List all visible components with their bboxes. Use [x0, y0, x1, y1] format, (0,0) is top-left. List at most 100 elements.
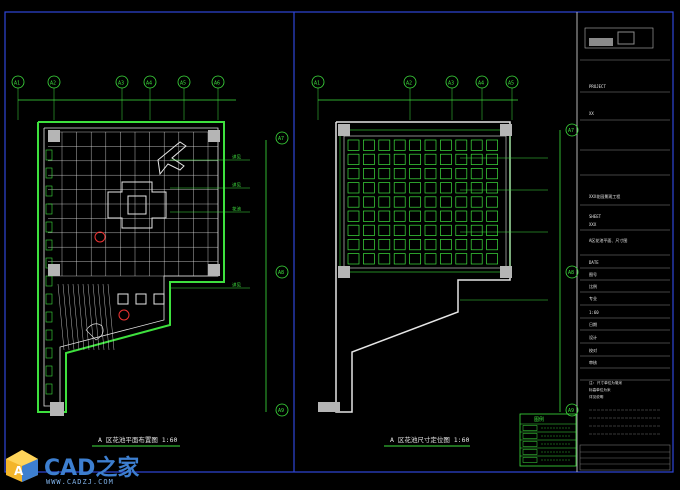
planter-cell	[486, 210, 498, 222]
planter-cell	[424, 210, 437, 222]
title-block-text: 日期	[589, 321, 597, 327]
column	[318, 402, 340, 412]
axis-label: A1	[14, 81, 20, 87]
planter-cell	[378, 253, 391, 265]
watermark-brand: CAD之家	[44, 456, 140, 481]
planter-cell	[486, 239, 498, 251]
grid-frame	[343, 135, 507, 269]
row-bubble	[275, 265, 289, 279]
title-block-note: 标高单位为米	[589, 387, 611, 392]
hatch-line	[107, 283, 115, 351]
title-block-text: XX	[589, 111, 594, 116]
planter-cell	[378, 182, 391, 194]
title-block-text: 专业	[589, 295, 597, 301]
planter-cell	[470, 139, 483, 151]
right-plan-title: A 区花池尺寸定位图 1:60	[390, 435, 469, 444]
planter-cell	[393, 210, 406, 222]
planter-cell	[409, 210, 421, 222]
row-label: A9	[278, 408, 284, 414]
hatch-line	[97, 283, 105, 351]
edge-planting	[45, 167, 53, 179]
title-block-note: 详见说明	[589, 394, 604, 399]
planter-cell	[363, 168, 375, 180]
right-plan-outline	[335, 121, 511, 413]
planter-cell	[455, 139, 468, 151]
planter-cell	[363, 224, 375, 236]
axis-label: A5	[508, 81, 514, 87]
title-block-note: 注: 尺寸单位为毫米	[589, 380, 622, 385]
column	[500, 124, 512, 136]
sculpture-feature	[157, 141, 187, 176]
planter-cell	[363, 139, 375, 151]
planter-cell	[455, 224, 468, 236]
planter-cell	[440, 253, 452, 265]
row-bubble	[275, 131, 289, 145]
right-paving-area	[339, 129, 511, 273]
legend-title: 图例	[534, 416, 544, 423]
planter-cell	[424, 168, 437, 180]
planter-cell	[440, 139, 452, 151]
row-bubble	[275, 403, 289, 417]
planter-cell	[409, 153, 421, 165]
axis-label: A2	[406, 81, 412, 87]
legend-swatch	[522, 457, 538, 463]
planter-cell	[363, 182, 375, 194]
edge-planting	[45, 221, 53, 233]
axis-label: A6	[214, 81, 220, 87]
planter-cell	[347, 168, 360, 180]
central-planter	[107, 181, 167, 229]
row-label: A7	[278, 136, 284, 142]
planter-cell	[378, 239, 391, 251]
planter-cell	[393, 139, 406, 151]
title-block-header: PROJECT	[589, 84, 606, 89]
planter-cell	[486, 168, 498, 180]
left-plan-inner-outline	[43, 127, 219, 407]
hatch-line	[57, 283, 65, 351]
planter-cell	[440, 210, 452, 222]
planter-cell	[347, 224, 360, 236]
planter-cell	[440, 153, 452, 165]
planter-cell	[455, 239, 468, 251]
planter-cell	[393, 153, 406, 165]
leader-note: 花池	[232, 206, 241, 213]
planter-cell	[363, 239, 375, 251]
planter-cell	[347, 139, 360, 151]
title-block-text: 比例	[589, 283, 597, 289]
leader-note: 详见	[232, 182, 241, 189]
axis-label: A1	[314, 81, 320, 87]
legend-swatch	[522, 441, 538, 447]
planter-cell	[409, 224, 421, 236]
row-bubble	[565, 123, 579, 137]
planter-cell	[424, 239, 437, 251]
planter-cell	[363, 253, 375, 265]
hatch-line	[72, 283, 80, 351]
planter-cell	[409, 239, 421, 251]
planter-cell	[409, 139, 421, 151]
planter-cell	[409, 168, 421, 180]
edge-planting	[45, 311, 53, 323]
planter-cell	[424, 224, 437, 236]
planter-cell	[424, 196, 437, 208]
bench	[135, 293, 147, 305]
row-label: A7	[568, 128, 574, 134]
hatch-line	[67, 283, 75, 351]
planter-cell	[393, 239, 406, 251]
planter-cell	[470, 253, 483, 265]
planter-cell	[470, 153, 483, 165]
title-block-text: 设计	[589, 334, 597, 340]
planter-cell	[470, 210, 483, 222]
planter-cell	[424, 182, 437, 194]
row-label: A8	[278, 270, 284, 276]
title-block: PROJECT XXXXX花园景观工程SHEETXXXA区花池平面、尺寸图DAT…	[579, 27, 671, 471]
planter-cell	[455, 196, 468, 208]
leader-note: 详见	[232, 282, 241, 289]
column	[208, 264, 220, 276]
left-hatch-area	[57, 283, 115, 351]
column	[338, 266, 350, 278]
edge-planting	[45, 185, 53, 197]
edge-planting	[45, 383, 53, 395]
